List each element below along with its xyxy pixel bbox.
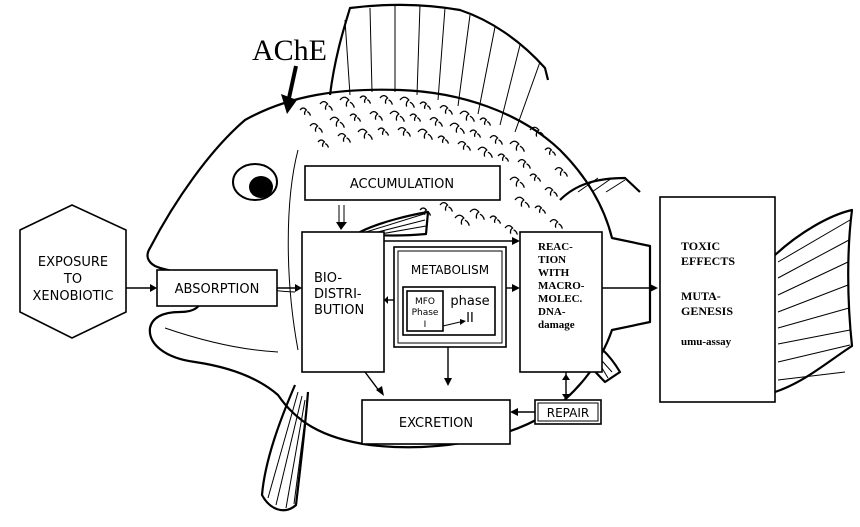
- rear-dorsal-fin: [560, 178, 640, 200]
- biodistribution-box: BIO- DISTRI- BUTION: [302, 232, 384, 372]
- scale-mark: [505, 226, 517, 235]
- metabolism-box: METABOLISM MFO Phase I phase II: [394, 247, 506, 347]
- scale-mark: [490, 216, 500, 224]
- scale-mark: [330, 117, 344, 127]
- scale-mark: [455, 215, 469, 225]
- scale-mark: [550, 220, 562, 229]
- scale-mark: [490, 136, 502, 145]
- scale-mark: [478, 147, 492, 157]
- scale-mark: [535, 206, 545, 214]
- tail-fin: [775, 210, 852, 392]
- scale-mark: [545, 188, 557, 197]
- reaction-label-line6: DNA-: [538, 306, 566, 318]
- scale-mark: [300, 108, 310, 116]
- ache-label: AChE: [252, 34, 327, 67]
- absorption-box: ABSORPTION: [157, 270, 277, 306]
- scale-mark: [350, 114, 360, 122]
- reaction-label-line3: WITH: [538, 267, 570, 279]
- scale-mark: [358, 129, 372, 139]
- excretion-box: EXCRETION: [362, 400, 510, 444]
- scale-mark: [530, 174, 540, 182]
- scale-mark: [380, 96, 392, 105]
- biodistribution-label-line2: DISTRI-: [314, 287, 362, 302]
- scale-mark: [430, 118, 442, 127]
- umu-assay-label: umu-assay: [681, 336, 732, 348]
- mutagenesis-label-line2: GENESIS: [681, 304, 733, 318]
- fish-scales: [300, 96, 567, 235]
- scale-mark: [510, 141, 524, 151]
- scale-mark: [410, 114, 420, 122]
- toxic-label-line1: TOXIC: [681, 239, 720, 253]
- scale-mark: [360, 96, 370, 104]
- toxic-label-line2: EFFECTS: [681, 254, 735, 268]
- scale-mark: [510, 177, 524, 187]
- dorsal-fin: [330, 5, 548, 132]
- reaction-label-line2: TION: [538, 254, 566, 266]
- mfo-label: MFO: [415, 297, 435, 307]
- exposure-label-line2: TO: [63, 272, 82, 287]
- ache-arrow: [281, 66, 297, 114]
- scale-mark: [398, 128, 410, 137]
- scale-mark: [320, 102, 332, 111]
- scale-mark: [370, 112, 382, 121]
- mfo-phase-number: I: [424, 320, 427, 330]
- scale-mark: [460, 111, 474, 121]
- mfo-phase-label: Phase: [412, 308, 439, 318]
- scale-mark: [390, 111, 404, 121]
- biodistribution-label-line1: BIO-: [314, 271, 342, 286]
- exposure-label-line1: EXPOSURE: [38, 255, 108, 270]
- scale-mark: [340, 97, 354, 107]
- scale-mark: [318, 140, 328, 148]
- phase2-label: phase: [450, 294, 489, 309]
- repair-label: REPAIR: [547, 406, 589, 420]
- scale-mark: [400, 97, 414, 107]
- scale-mark: [458, 142, 470, 151]
- reaction-label-line7: damage: [538, 319, 575, 331]
- exposure-hexagon: EXPOSURE TO XENOBIOTIC: [20, 205, 126, 338]
- scale-mark: [310, 124, 322, 133]
- biodistribution-label-line3: BUTION: [314, 303, 364, 318]
- excretion-label: EXCRETION: [399, 416, 473, 431]
- scale-mark: [545, 148, 555, 156]
- scale-mark: [438, 136, 448, 144]
- gill-line: [288, 150, 298, 350]
- scale-mark: [418, 129, 432, 139]
- scale-mark: [450, 123, 464, 133]
- scale-mark: [470, 130, 480, 138]
- toxic-effects-box: TOXIC EFFECTS MUTA- GENESIS umu-assay: [660, 197, 775, 402]
- reaction-label-line4: MACRO-: [538, 280, 585, 292]
- phase2-number: II: [466, 311, 474, 326]
- scale-mark: [498, 154, 508, 162]
- repair-box: REPAIR: [535, 400, 601, 424]
- scale-mark: [378, 128, 388, 136]
- accumulation-label: ACCUMULATION: [350, 177, 454, 192]
- scale-mark: [470, 209, 484, 219]
- exposure-label-line3: XENOBIOTIC: [33, 289, 114, 304]
- scale-mark: [518, 160, 530, 169]
- mutagenesis-label-line1: MUTA-: [681, 289, 721, 303]
- scale-mark: [555, 168, 567, 177]
- scale-mark: [420, 102, 430, 110]
- scale-mark: [480, 118, 490, 126]
- metabolism-label: METABOLISM: [411, 263, 489, 277]
- absorption-label: ABSORPTION: [175, 282, 260, 297]
- scale-mark: [515, 197, 529, 207]
- reaction-label-line5: MOLEC.: [538, 293, 583, 305]
- scale-mark: [440, 203, 452, 212]
- reaction-box: REAC- TION WITH MACRO- MOLEC. DNA- damag…: [520, 232, 602, 372]
- accumulation-box: ACCUMULATION: [305, 166, 500, 200]
- fish-eye: [233, 164, 277, 200]
- scale-mark: [338, 134, 350, 143]
- reaction-label-line1: REAC-: [538, 241, 573, 253]
- scale-mark: [440, 106, 452, 115]
